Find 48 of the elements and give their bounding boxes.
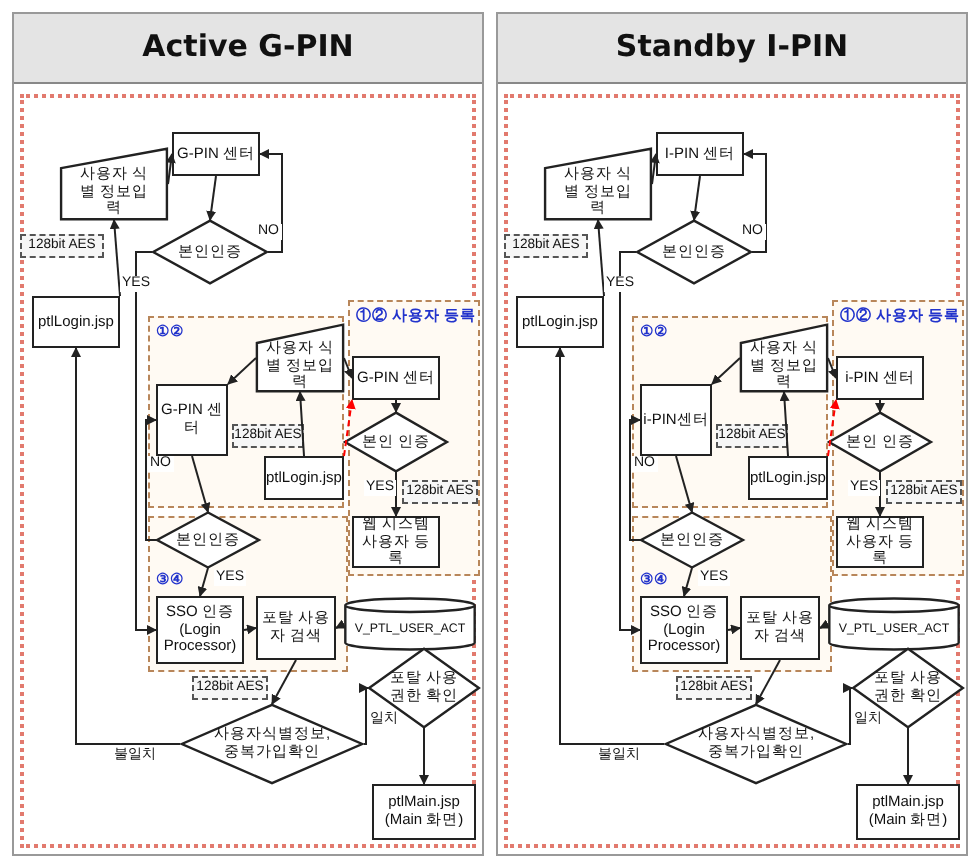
arrow [343, 399, 356, 457]
group-box [832, 300, 964, 576]
arrow [419, 727, 429, 785]
arrow [875, 399, 885, 413]
arrow [593, 219, 605, 297]
arrow [711, 357, 741, 385]
arrow [619, 251, 641, 635]
arrow [649, 153, 660, 185]
arrow [243, 624, 257, 635]
group-box [632, 516, 832, 672]
group-box [148, 516, 348, 672]
panel-title: Active G-PIN [14, 14, 482, 84]
arrow [165, 153, 176, 185]
group-box [632, 316, 828, 508]
arrow [675, 455, 695, 513]
arrow [391, 399, 401, 413]
arrow [191, 455, 211, 513]
arrow [109, 219, 121, 297]
arrow [391, 471, 401, 517]
arrow [843, 683, 853, 745]
arrow [827, 357, 838, 379]
arrow [779, 391, 790, 457]
arrow [755, 659, 781, 705]
arrow [227, 357, 257, 385]
group-box [148, 316, 344, 508]
arrow [629, 415, 641, 541]
arrow [343, 357, 354, 379]
arrow [197, 567, 209, 597]
arrow [335, 619, 347, 629]
arrow [827, 399, 840, 457]
arrow [690, 175, 701, 221]
panel-title: Standby I-PIN [498, 14, 966, 84]
arrow [295, 391, 306, 457]
arrow [743, 149, 767, 253]
arrow [555, 347, 665, 745]
arrow [359, 683, 369, 745]
arrow [145, 415, 157, 541]
arrow [135, 251, 157, 635]
arrow [903, 727, 913, 785]
arrow [259, 149, 283, 253]
arrow [727, 624, 741, 635]
arrow [875, 471, 885, 517]
group-box [348, 300, 480, 576]
arrow [206, 175, 217, 221]
arrow [681, 567, 693, 597]
arrow [271, 659, 297, 705]
arrow [71, 347, 181, 745]
arrow [819, 619, 831, 629]
